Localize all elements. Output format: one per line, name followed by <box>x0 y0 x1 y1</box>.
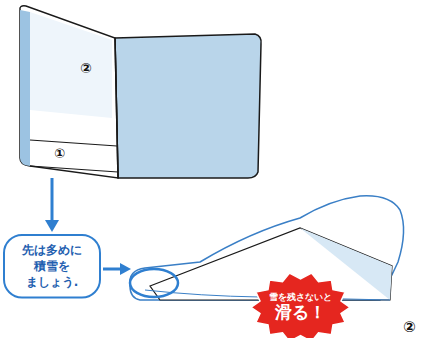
sheet-left-panel <box>20 6 118 178</box>
callout-number: ② <box>403 318 416 336</box>
warning-burst: 雪を残さないと滑る！ <box>251 279 350 336</box>
highlight-circle <box>130 269 178 297</box>
warning-text: 雪を残さないと <box>269 293 332 303</box>
callout-number: ① <box>54 146 65 161</box>
band-line <box>30 166 118 172</box>
arrow-shaft <box>103 268 122 271</box>
sheet-shade <box>30 12 112 118</box>
callout-number: ② <box>80 60 92 76</box>
sheet-edge <box>20 10 30 166</box>
sheet-right-panel <box>115 34 261 178</box>
snow-section <box>130 196 404 300</box>
arrow-head <box>120 263 131 275</box>
band-line <box>30 140 117 146</box>
fold-line <box>115 38 118 178</box>
warning-text: 滑る！ <box>269 303 332 322</box>
speech-bubble: 先は多めに 積雪を ましょう. <box>3 234 101 299</box>
bubble-text: 先は多めに 積雪を ましょう. <box>18 242 86 291</box>
arrow-head <box>45 220 59 232</box>
arrow-shaft <box>51 178 54 222</box>
